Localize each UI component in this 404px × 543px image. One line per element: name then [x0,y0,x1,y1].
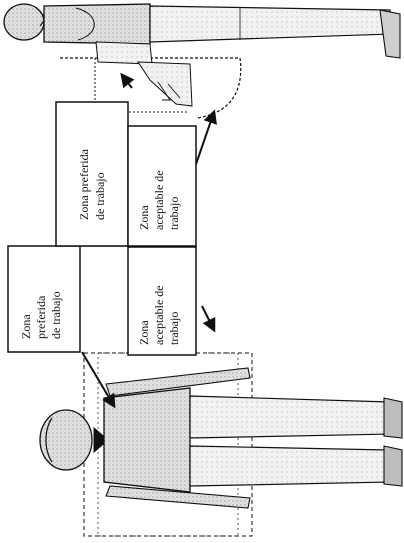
label-box-front-aceptable: Zona aceptable de trabajo [127,246,197,356]
side-preferida-line-2: de trabajo [93,172,107,220]
arrow-side-preferida [120,72,135,89]
front-arm-right [105,485,251,509]
front-head [39,409,93,471]
arrow-side-aceptable [193,109,217,171]
front-legs [189,395,393,487]
front-arm-left [105,367,251,397]
front-aceptable-line-1: Zona [137,320,151,345]
front-aceptable-line-2: aceptable de [152,285,166,345]
side-head [3,3,45,41]
side-aceptable-line-1: Zona [137,205,151,230]
arrow-front-preferida [81,351,116,409]
arrows [81,72,217,409]
side-aceptable-line-3: trabajo [167,197,181,230]
label-box-front-preferida: Zona preferida de trabajo [7,245,81,353]
front-aceptable-line-3: trabajo [167,312,181,345]
front-preferida-line-1: Zona [19,314,33,339]
arrow-front-aceptable [201,305,216,333]
side-torso [43,3,151,45]
side-forearm [137,61,193,107]
side-arm [95,41,153,65]
front-view-figure [39,352,403,537]
front-torso [103,387,191,493]
front-preferida-line-2: preferida [34,295,48,339]
side-preferida-line-1: Zona preferida [77,148,91,220]
side-legs [149,5,393,43]
label-box-side-aceptable: Zona aceptable de trabajo [127,125,197,247]
label-box-side-preferida: Zona preferida de trabajo [55,101,129,247]
front-preferida-line-3: de trabajo [49,291,63,339]
side-aceptable-line-2: aceptable de [152,170,166,230]
side-view-figure [3,3,401,119]
